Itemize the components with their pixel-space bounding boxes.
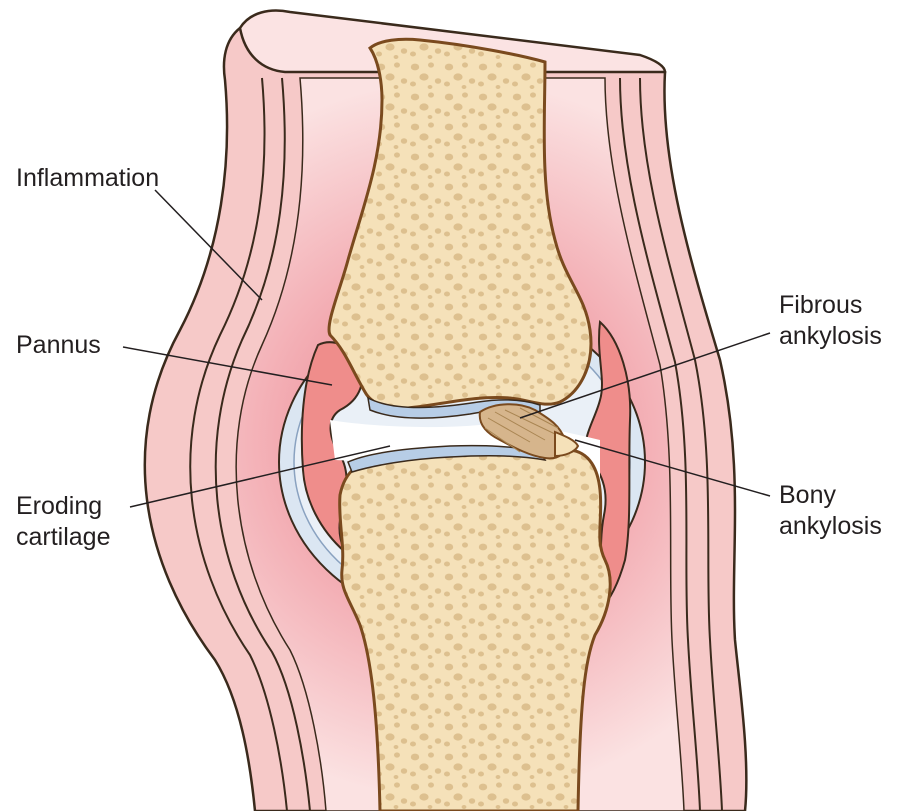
label-bony-line1: Bony <box>779 480 882 511</box>
label-bony-ankylosis: Bony ankylosis <box>779 480 882 542</box>
label-pannus-text: Pannus <box>16 330 101 361</box>
label-fibrous-line1: Fibrous <box>779 290 882 321</box>
lower-bone <box>340 450 611 811</box>
label-fibrous-line2: ankylosis <box>779 321 882 352</box>
label-eroding-line1: Eroding <box>16 491 111 522</box>
label-pannus: Pannus <box>16 330 101 361</box>
label-bony-line2: ankylosis <box>779 511 882 542</box>
label-fibrous-ankylosis: Fibrous ankylosis <box>779 290 882 352</box>
label-inflammation-text: Inflammation <box>16 163 159 194</box>
label-eroding-cartilage: Eroding cartilage <box>16 491 111 553</box>
label-inflammation: Inflammation <box>16 163 159 194</box>
label-eroding-line2: cartilage <box>16 522 111 553</box>
